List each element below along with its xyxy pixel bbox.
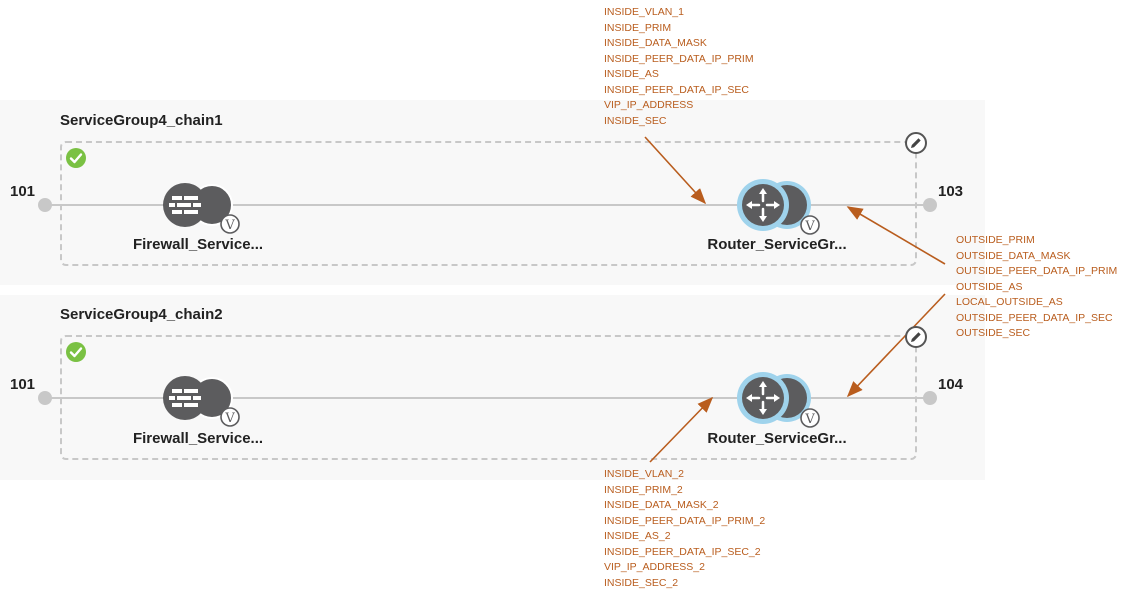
- firewall-icon[interactable]: V: [163, 376, 240, 427]
- outside-params: OUTSIDE_PRIM OUTSIDE_DATA_MASK OUTSIDE_PEE…: [956, 233, 1117, 342]
- svg-text:V: V: [804, 412, 815, 427]
- annotation-arrow: [644, 136, 707, 205]
- annotation-line: VIP_IP_ADDRESS_2: [604, 561, 705, 573]
- egress-label: 103: [938, 183, 964, 200]
- ingress-port[interactable]: [38, 391, 52, 405]
- v-badge-icon: V: [220, 407, 240, 427]
- check-icon: [66, 148, 86, 168]
- chain-band: [0, 295, 985, 480]
- v-badge-icon: V: [800, 408, 820, 428]
- annotation-line: INSIDE_VLAN_1: [604, 6, 684, 18]
- ingress-label: 101: [10, 183, 36, 200]
- annotation-line: INSIDE_SEC_2: [604, 576, 679, 589]
- svg-text:V: V: [804, 219, 815, 234]
- annotation-line: OUTSIDE_SEC: [956, 327, 1031, 339]
- annotation-line: INSIDE_AS: [604, 68, 659, 80]
- svg-text:V: V: [224, 411, 235, 426]
- ingress-port[interactable]: [38, 198, 52, 212]
- svg-text:V: V: [224, 218, 235, 233]
- firewall-node-label: Firewall_Service...: [132, 430, 264, 447]
- annotation-line: INSIDE_VLAN_2: [604, 468, 684, 480]
- annotation-line: INSIDE_PRIM: [604, 21, 672, 34]
- router-node-label: Router_ServiceGr...: [707, 236, 847, 253]
- annotation-line: INSIDE_PEER_DATA_IP_SEC_2: [604, 545, 761, 558]
- firewall-icon[interactable]: V: [163, 183, 240, 234]
- annotation-line: INSIDE_PEER_DATA_IP_SEC: [604, 83, 749, 96]
- annotation-line: OUTSIDE_DATA_MASK: [956, 249, 1071, 262]
- egress-port[interactable]: [923, 198, 937, 212]
- v-badge-icon: V: [220, 214, 240, 234]
- chain-container: [60, 141, 917, 266]
- router-icon[interactable]: V: [735, 370, 820, 428]
- annotation-line: INSIDE_DATA_MASK: [604, 37, 707, 49]
- router-icon[interactable]: V: [735, 177, 820, 235]
- annotation-line: OUTSIDE_AS: [956, 280, 1023, 293]
- annotation-line: INSIDE_PEER_DATA_IP_PRIM_2: [604, 514, 766, 527]
- annotation-line: INSIDE_AS_2: [604, 530, 671, 542]
- egress-label: 104: [938, 376, 964, 393]
- annotation-line: OUTSIDE_PEER_DATA_IP_PRIM: [956, 265, 1118, 277]
- chain-band: [0, 100, 985, 285]
- edit-pencil-icon[interactable]: [905, 326, 927, 348]
- annotation-arrow: [846, 293, 946, 398]
- annotation-line: INSIDE_PRIM_2: [604, 483, 683, 496]
- egress-port[interactable]: [923, 391, 937, 405]
- annotation-arrow: [846, 206, 946, 265]
- edit-pencil-icon[interactable]: [905, 132, 927, 154]
- v-badge-icon: V: [800, 215, 820, 235]
- router-node-label: Router_ServiceGr...: [707, 430, 847, 447]
- ingress-label: 101: [10, 376, 36, 393]
- check-icon: [66, 342, 86, 362]
- chain-title: ServiceGroup4_chain1: [60, 112, 223, 129]
- annotation-line: INSIDE_DATA_MASK_2: [604, 499, 719, 511]
- annotation-line: OUTSIDE_PRIM: [956, 234, 1035, 246]
- annotation-line: OUTSIDE_PEER_DATA_IP_SEC: [956, 311, 1113, 324]
- annotation-line: VIP_IP_ADDRESS: [604, 99, 694, 111]
- firewall-node-label: Firewall_Service...: [132, 236, 264, 253]
- annotation-arrow: [649, 396, 714, 463]
- annotation-line: INSIDE_SEC: [604, 114, 667, 127]
- annotation-line: INSIDE_PEER_DATA_IP_PRIM: [604, 52, 754, 65]
- annotation-line: LOCAL_OUTSIDE_AS: [956, 296, 1063, 308]
- chain-title: ServiceGroup4_chain2: [60, 306, 223, 323]
